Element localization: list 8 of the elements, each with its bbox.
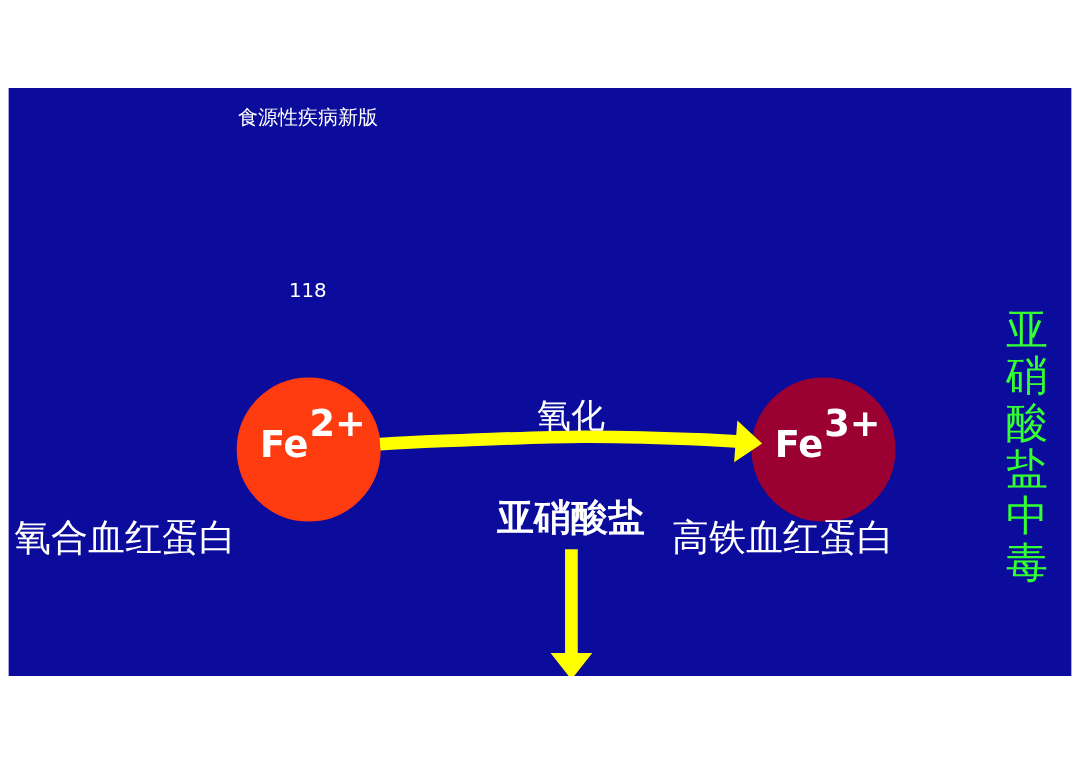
node-label: 氧合血红蛋白 — [14, 516, 237, 560]
label: 亚硝酸盐中毒 — [1005, 304, 1048, 587]
arrow — [550, 549, 593, 676]
label: 118 — [288, 278, 327, 302]
arrow — [379, 420, 763, 463]
edge-label: 氧化 — [537, 396, 606, 436]
node-text: 亚硝酸盐 — [496, 496, 645, 540]
label: 食源性疾病新版 — [238, 106, 379, 130]
